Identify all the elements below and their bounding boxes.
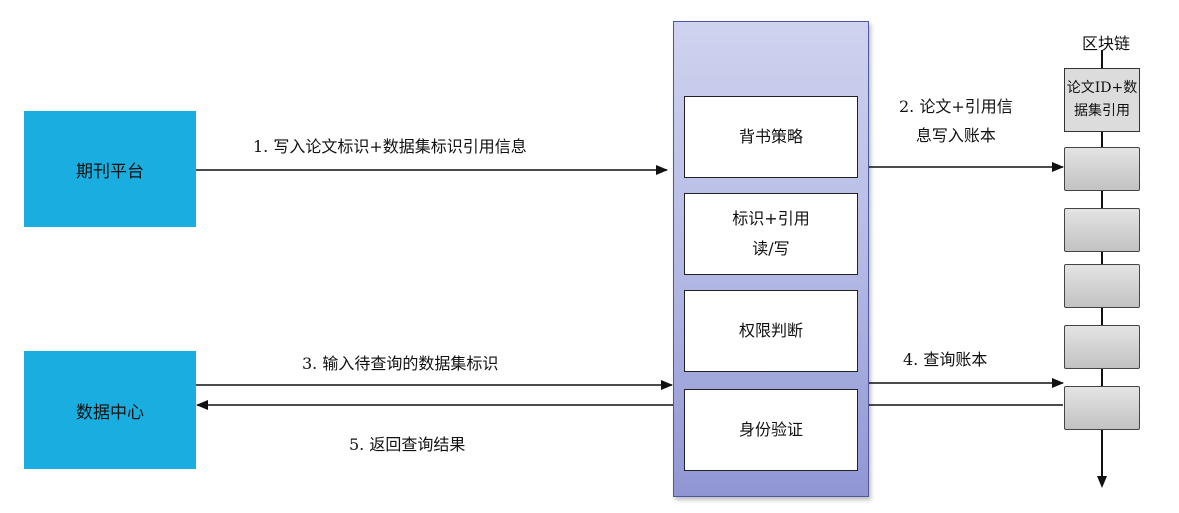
permission-check-box: 权限判断: [684, 290, 858, 372]
endorsement-policy-box: 背书策略: [684, 96, 858, 178]
data-center-box: 数据中心: [24, 351, 196, 469]
step4-label: 4. 查询账本: [903, 350, 988, 369]
step2-label-line2: 息写入账本: [915, 126, 996, 145]
blockchain-header-line2: 据集引用: [1074, 103, 1130, 119]
step2-label: 2. 论文+引用信 息写入账本: [899, 92, 1013, 150]
readwrite-label-line1: 标识+引用: [732, 209, 810, 228]
step5-label: 5. 返回查询结果: [349, 435, 466, 454]
chain-end-arrow: [1097, 476, 1107, 488]
chain-block: [1064, 147, 1140, 191]
step2-label-line1: 2. 论文+引用信: [899, 97, 1013, 116]
blockchain-header-block: 论文ID+数 据集引用: [1064, 68, 1140, 132]
chain-block: [1064, 386, 1140, 430]
data-center-label: 数据中心: [76, 402, 144, 423]
identity-verification-label: 身份验证: [738, 420, 803, 439]
blockchain-header-line1: 论文ID+数: [1066, 80, 1138, 96]
chain-block: [1064, 208, 1140, 252]
endorsement-policy-label: 背书策略: [738, 127, 803, 146]
readwrite-box: 标识+引用 读/写: [684, 193, 858, 275]
chain-block: [1064, 325, 1140, 369]
permission-check-label: 权限判断: [738, 321, 803, 340]
journal-platform-box: 期刊平台: [24, 111, 196, 227]
readwrite-label-line2: 读/写: [752, 239, 790, 258]
step1-label: 1. 写入论文标识+数据集标识引用信息: [253, 137, 527, 156]
blockchain-title: 区块链: [1081, 34, 1130, 53]
identity-verification-box: 身份验证: [684, 389, 858, 471]
chain-block: [1064, 264, 1140, 308]
step3-label: 3. 输入待查询的数据集标识: [302, 354, 499, 373]
journal-platform-label: 期刊平台: [76, 161, 144, 182]
